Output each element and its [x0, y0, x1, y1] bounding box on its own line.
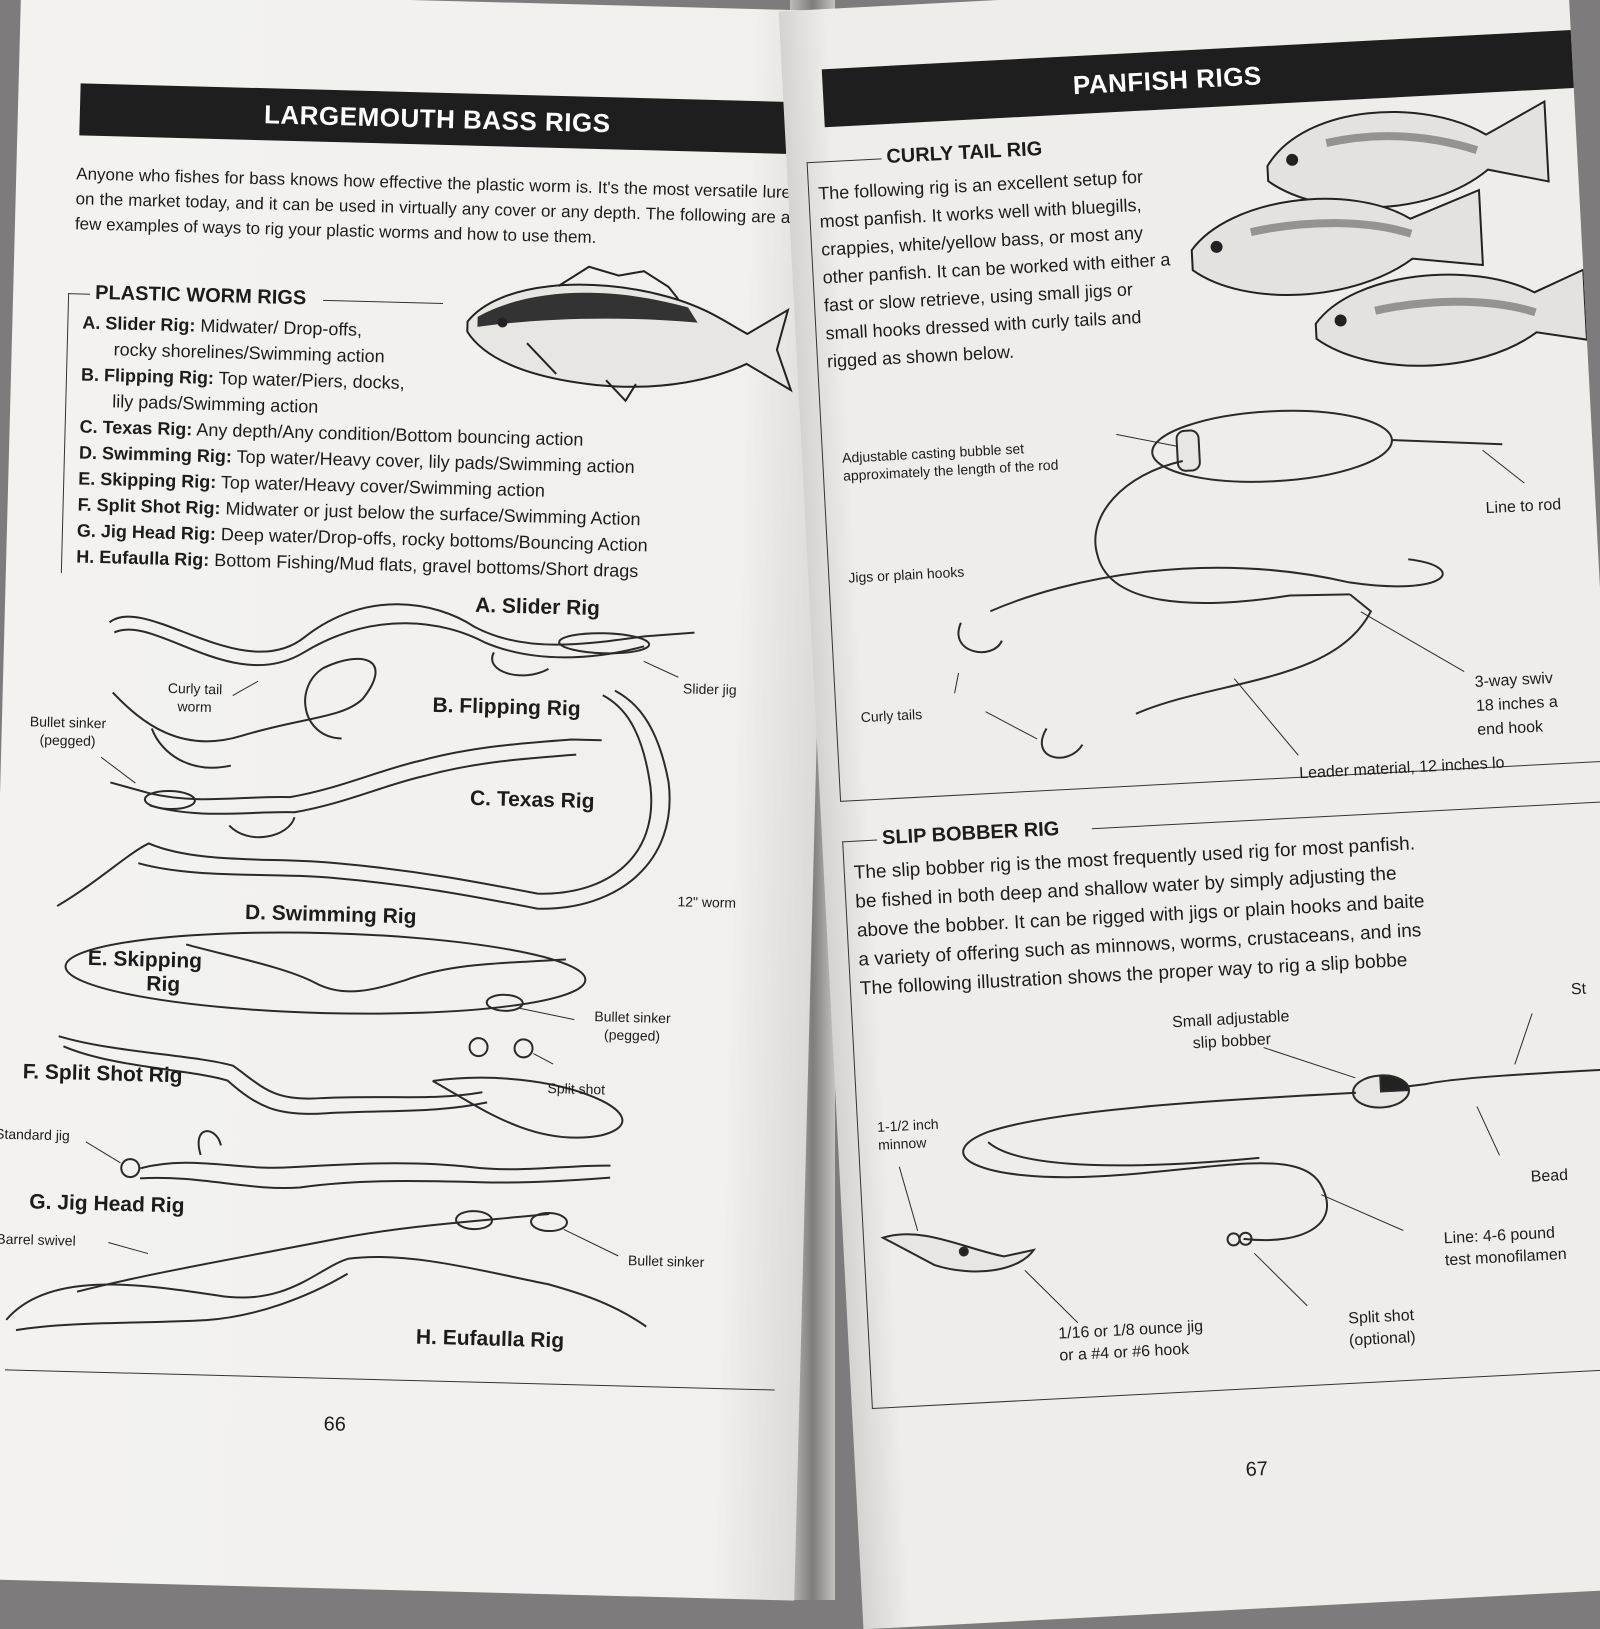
- callout-line-monofilament: Line: 4-6 pound test monofilamen: [1443, 1222, 1567, 1272]
- callout-barrel-swivel: Barrel swivel: [0, 1230, 76, 1250]
- callout-bullet-sinker-pegged: Bullet sinker(pegged): [29, 712, 106, 750]
- callout-bullet-sinker: Bullet sinker: [628, 1251, 705, 1271]
- bottom-rule: [872, 1368, 1600, 1408]
- label-eufaulla-rig: H. Eufaulla Rig: [416, 1326, 565, 1354]
- slider-rig-worm: [108, 597, 695, 680]
- bass-fish-illustration: [466, 264, 794, 405]
- worm-rig-illustrations: [0, 0, 836, 1601]
- page-number: 66: [323, 1413, 346, 1437]
- callout-12-inch-worm: 12" worm: [677, 892, 736, 912]
- callout-jig-hook: 1/16 or 1/8 ounce jig or a #4 or #6 hook: [1058, 1316, 1205, 1368]
- panfish-rig-illustrations: [779, 0, 1600, 1629]
- callout-slip-bobber: Small adjustable slip bobber: [1172, 1006, 1292, 1056]
- label-flipping-rig: B. Flipping Rig: [432, 694, 581, 722]
- right-page: PANFISH RIGS CURLY TAIL RIG The followin…: [779, 0, 1600, 1629]
- page-number: 67: [1245, 1458, 1268, 1482]
- callout-minnow: 1-1/2 inch minnow: [877, 1115, 940, 1154]
- callout-stop: St: [1571, 981, 1587, 1000]
- label-split-shot-rig: F. Split Shot Rig: [22, 1060, 182, 1088]
- label-swimming-rig: D. Swimming Rig: [245, 901, 417, 929]
- callout-split-shot-optional: Split shot (optional): [1347, 1305, 1416, 1352]
- slip-bobber-rig-diagram: [873, 1009, 1600, 1333]
- label-skipping-rig: E. Skipping Rig: [87, 947, 203, 998]
- flipping-rig-worm: [100, 652, 375, 789]
- callout-bullet-sinker-pegged-e: Bullet sinker(pegged): [594, 1007, 671, 1045]
- callout-bead: Bead: [1530, 1167, 1568, 1187]
- callout-3-way-swivel: 3-way swiv 18 inches a end hook: [1474, 667, 1559, 743]
- left-page: LARGEMOUTH BASS RIGS Anyone who fishes f…: [0, 0, 836, 1601]
- callout-slider-jig: Slider jig: [683, 679, 737, 698]
- panfish-illustrations: [1185, 100, 1588, 378]
- label-jig-head-rig: G. Jig Head Rig: [29, 1190, 185, 1218]
- label-texas-rig: C. Texas Rig: [470, 787, 595, 814]
- texas-rig-worm: [109, 727, 602, 846]
- callout-split-shot: Split shot: [547, 1079, 605, 1099]
- callout-standard-jig: Standard jig: [0, 1125, 70, 1145]
- label-slider-rig: A. Slider Rig: [475, 594, 600, 621]
- eufaulla-rig-worm: [6, 1199, 649, 1347]
- callout-curly-tails: Curly tails: [860, 705, 922, 726]
- bottom-rule: [5, 1370, 775, 1390]
- jig-head-rig-worm: [85, 1128, 611, 1197]
